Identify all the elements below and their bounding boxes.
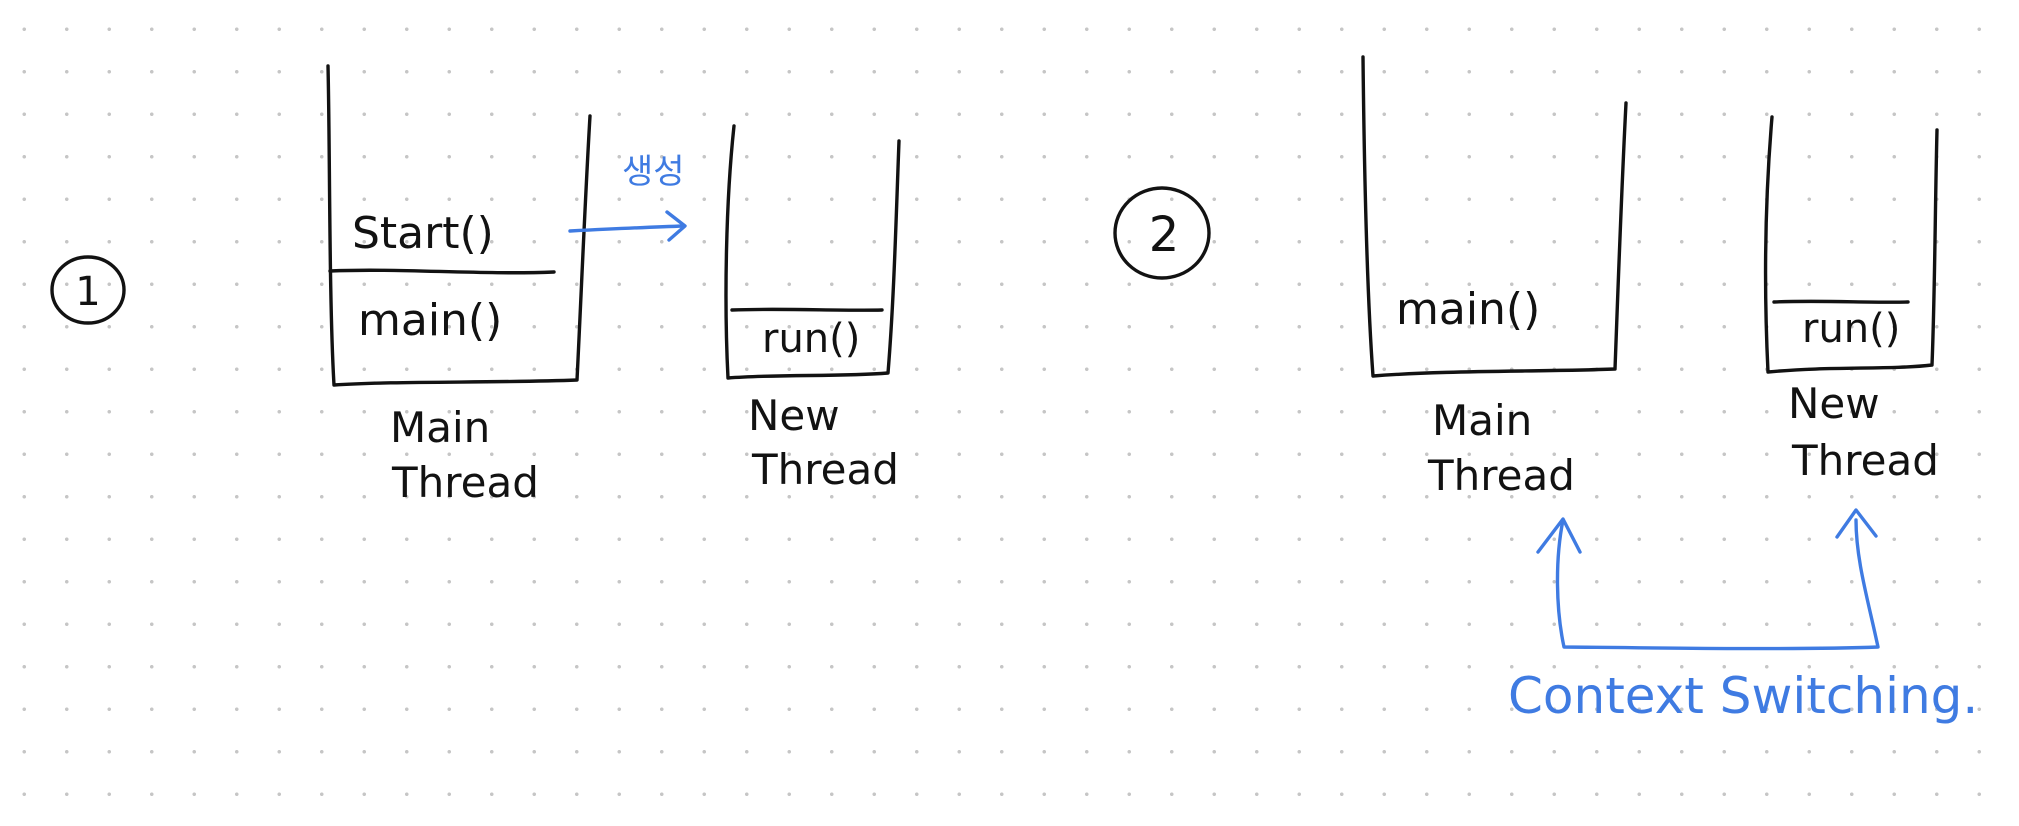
main-thread-stack-outline (326, 64, 592, 387)
frame-run: run() (762, 316, 860, 362)
main-thread-label-line1: Main (1432, 396, 1532, 445)
create-arrow-head (665, 210, 687, 242)
new-thread-stack-1: run() New Thread (724, 124, 901, 494)
context-switch-line (1555, 518, 1880, 651)
main-thread-label-line2: Thread (391, 458, 539, 507)
context-switch-bracket: Context Switching. (1508, 508, 1978, 725)
new-thread-stack-outline (724, 124, 901, 380)
main-thread-label-line1: Main (390, 403, 490, 452)
new-thread-label-line1: New (1788, 379, 1880, 428)
new-thread-stack-2: run() New Thread (1763, 115, 1939, 485)
create-label: 생성 (622, 152, 685, 192)
step-1-circle (50, 255, 126, 325)
step-2-badge: 2 (1113, 186, 1211, 280)
create-arrow-shaft (568, 224, 686, 233)
main-thread-stack-outline (1361, 55, 1628, 378)
frame-main: main() (1396, 284, 1540, 335)
main-thread-stack-1: Start() main() Main Thread (326, 64, 592, 507)
frame-divider (1772, 299, 1910, 304)
new-thread-label-line2: Thread (1791, 436, 1939, 485)
scene-2: 2 main() Main Thread run() New Thread Co… (1113, 55, 1978, 725)
frame-main: main() (358, 295, 502, 346)
new-thread-label-line1: New (748, 391, 840, 440)
frame-divider (328, 268, 556, 275)
step-1-number: 1 (75, 269, 100, 315)
main-thread-label-line2: Thread (1427, 451, 1575, 500)
new-thread-stack-outline (1763, 115, 1939, 374)
frame-run: run() (1802, 306, 1900, 352)
create-arrow: 생성 (568, 152, 687, 242)
step-1-badge: 1 (50, 255, 126, 325)
arrow-to-new-head (1835, 508, 1878, 539)
context-switch-label: Context Switching. (1508, 667, 1978, 725)
new-thread-label-line2: Thread (751, 445, 899, 494)
step-2-circle (1113, 186, 1211, 280)
scene-1: 1 Start() main() Main Thread 생성 run() Ne… (50, 64, 901, 507)
step-2-number: 2 (1149, 207, 1180, 263)
arrow-to-main-head (1536, 517, 1582, 554)
frame-start: Start() (352, 208, 494, 259)
frame-divider (730, 307, 884, 312)
main-thread-stack-2: main() Main Thread (1361, 55, 1628, 500)
